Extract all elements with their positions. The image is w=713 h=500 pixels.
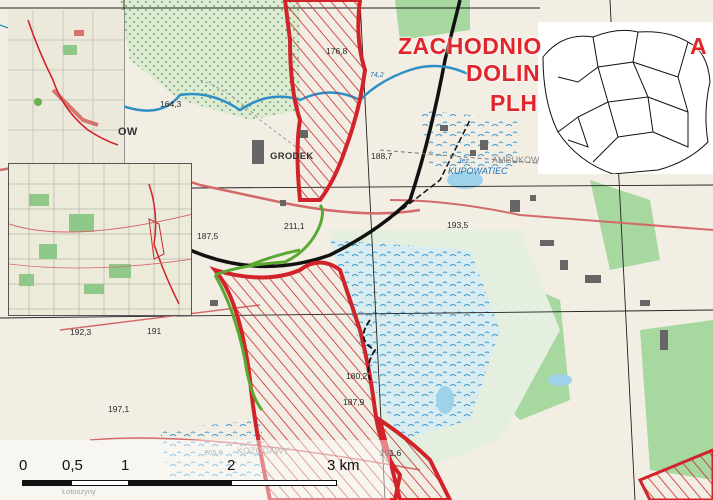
voivodeship-outline-map	[538, 22, 713, 175]
elevation-label: 180,2	[346, 371, 368, 381]
scale-tick-label: 0,5	[62, 457, 83, 474]
lake-label-kupowatiec: KUPOWATIEC	[448, 166, 508, 176]
elevation-label: 164,3	[160, 99, 182, 109]
place-label-ambukow: AMBUKOW	[492, 155, 540, 165]
elevation-label: 187,9	[343, 397, 365, 407]
wetland-areas	[160, 110, 572, 490]
elevation-label: 192,3	[70, 327, 92, 337]
elevation-label: 201,6	[380, 448, 402, 458]
place-label-kozodawy: KOZODAWY	[237, 446, 290, 456]
site-title-line-1: ZACHODNIO	[398, 33, 542, 59]
scale-tick-label: 1	[121, 457, 130, 474]
site-title-right-letter: A	[690, 33, 708, 59]
lake-prefix-label: Jez.	[458, 158, 471, 165]
poland-locator-map[interactable]	[538, 22, 713, 175]
scale-segment-light	[72, 480, 128, 486]
elevation-label: 187,5	[197, 231, 219, 241]
scale-bar: 0 0,5 1 2 3 km	[0, 440, 390, 500]
site-title-line-2: DOLIN	[466, 60, 541, 86]
elevation-label: 188,7	[371, 151, 393, 161]
place-label-ow: OW	[118, 126, 138, 138]
scale-tick-label: 0	[19, 457, 28, 474]
elevation-label: 205,6	[204, 448, 223, 457]
elevation-label: 191	[147, 326, 162, 336]
scale-tick-label: 3 km	[327, 457, 360, 474]
scale-segment-light	[232, 480, 337, 486]
elevation-label: 211,1	[284, 221, 305, 231]
place-label-grodek: GRODEK	[270, 151, 314, 162]
inset-map-graphic	[9, 164, 191, 315]
elevation-label: 176,8	[326, 46, 348, 56]
elevation-label: 74,2	[370, 72, 384, 79]
protected-area-plh[interactable]	[209, 0, 713, 500]
green-boundary-line	[213, 203, 324, 411]
elevation-label: 197,1	[108, 404, 130, 414]
place-label-lotoszyny: Łotoszyny	[62, 487, 96, 496]
site-title-line-3: PLH	[490, 90, 538, 116]
scale-tick-label: 2	[227, 457, 236, 474]
inset-overview-map[interactable]	[8, 163, 192, 316]
scale-segment-dark	[128, 480, 232, 486]
elevation-label: 193,5	[447, 220, 469, 230]
upper-left-map-strip	[8, 10, 124, 163]
scale-segment-dark	[22, 480, 72, 486]
